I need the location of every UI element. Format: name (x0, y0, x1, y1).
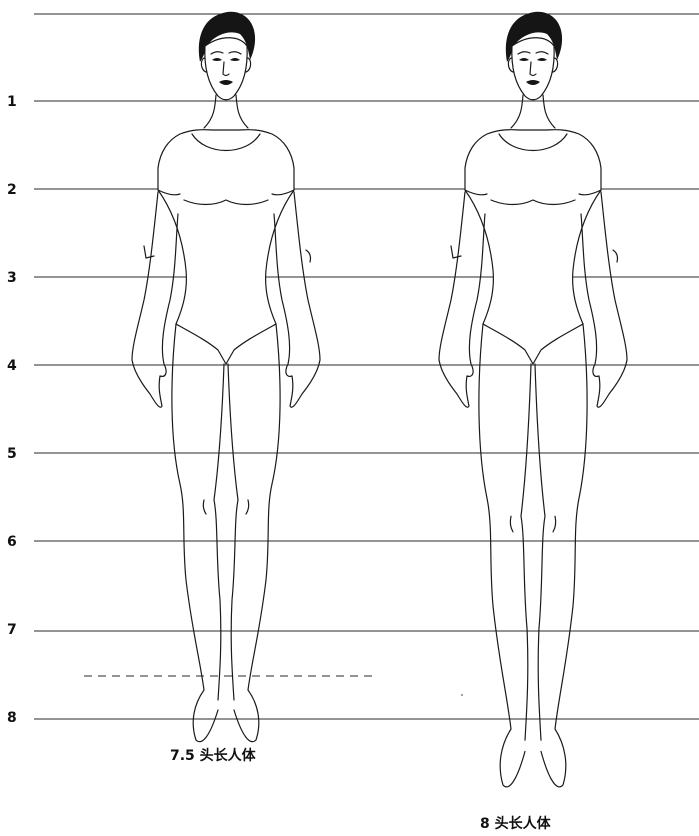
scale-label-7: 7 (7, 622, 23, 638)
figure-caption-8-heads: 8 头长人体 (480, 813, 551, 833)
scale-label-4: 4 (7, 358, 23, 374)
arm-right (274, 192, 320, 407)
scale-label-6: 6 (7, 534, 23, 550)
elbow-right (306, 250, 311, 262)
leg-right-inner (228, 364, 238, 700)
scale-label-3: 3 (7, 270, 23, 286)
leg-left-inner (214, 364, 224, 700)
face (205, 38, 247, 100)
arm-left (132, 192, 178, 407)
knee-right (246, 500, 249, 514)
scale-label-2: 2 (7, 182, 23, 198)
leg-right-outer (234, 324, 280, 742)
scale-label-8: 8 (7, 710, 23, 726)
leg-left-outer (479, 324, 525, 787)
figure-caption-7-5-heads: 7.5 头长人体 (170, 745, 256, 765)
arm-left (439, 192, 485, 407)
leg-left-inner (521, 364, 531, 740)
elbow-left (451, 246, 461, 258)
neck-right (236, 95, 248, 128)
leg-left-outer (172, 324, 218, 742)
knee-left (510, 516, 513, 532)
leg-right-inner (535, 364, 545, 740)
elbow-left (144, 246, 154, 258)
face (512, 38, 554, 100)
torso (158, 130, 294, 364)
scale-label-5: 5 (7, 446, 23, 462)
figures-group (132, 12, 627, 787)
elbow-right (613, 250, 618, 262)
scale-label-1: 1 (7, 94, 23, 110)
knee-right (553, 516, 556, 532)
torso (465, 130, 601, 364)
arm-right (581, 192, 627, 407)
figure-8-heads (439, 12, 627, 787)
figure-7-5-heads (132, 12, 320, 742)
knee-left (203, 500, 206, 514)
speck (461, 694, 463, 696)
leg-right-outer (541, 324, 587, 787)
neck-left (511, 95, 523, 128)
neck-right (543, 95, 555, 128)
neck-left (204, 95, 216, 128)
